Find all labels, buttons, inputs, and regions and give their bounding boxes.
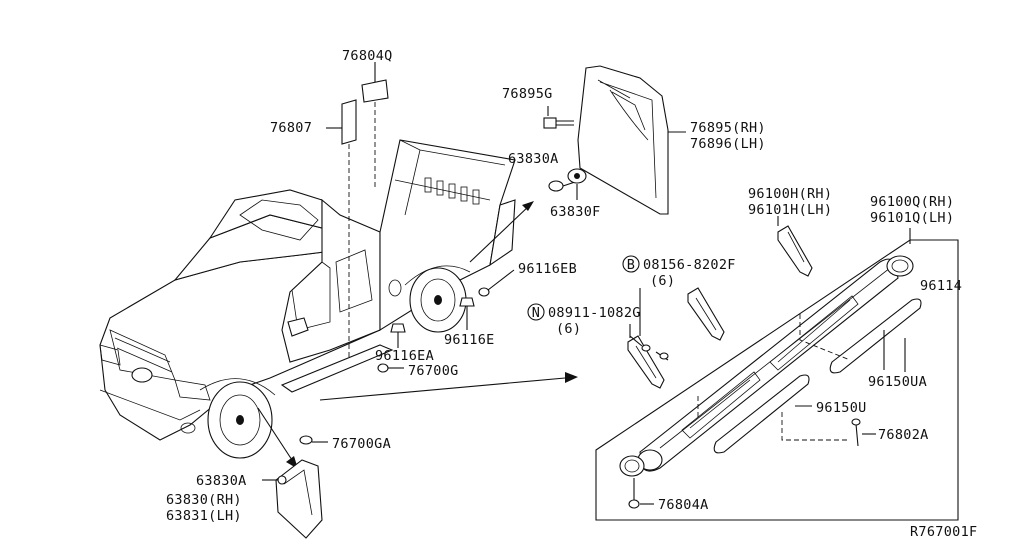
part-63830f-clip (567, 168, 587, 184)
label-96114: 96114 (920, 278, 962, 294)
label-08911-qty: (6) (556, 321, 581, 337)
label-76807: 76807 (270, 120, 312, 136)
label-96101h: 96101H(LH) (748, 202, 832, 218)
bolt-symbol-letter: B (627, 257, 635, 273)
label-63830rh: 63830(RH) (166, 492, 242, 508)
label-96150u: 96150U (816, 400, 867, 416)
part-76895-mudguard-rear (577, 65, 669, 215)
label-96101q: 96101Q(LH) (870, 210, 954, 226)
nut-symbol-n: N (527, 303, 545, 321)
part-63830a-screw-bottom (262, 475, 287, 485)
part-63830a-clip-top (548, 180, 576, 192)
part-76700g-plug (377, 363, 389, 373)
label-76895g: 76895G (502, 86, 553, 102)
part-76807-strip (341, 99, 357, 145)
part-76895g-screw (543, 117, 574, 129)
part-end-cap-lower (619, 455, 645, 477)
part-96100q-step-tube (637, 258, 899, 472)
nut-symbol-letter: N (532, 305, 540, 321)
part-bracket-mid (687, 287, 725, 341)
label-76804a: 76804A (658, 497, 709, 513)
label-76895rh: 76895(RH) (690, 120, 766, 136)
part-96114-end-cap (886, 255, 914, 277)
label-63830f: 63830F (550, 204, 601, 220)
part-96150ua-pad (829, 298, 922, 374)
label-76896lh: 76896(LH) (690, 136, 766, 152)
label-96116eb: 96116EB (518, 261, 577, 277)
part-96150u-pad (713, 374, 810, 454)
label-96100h: 96100H(RH) (748, 186, 832, 202)
label-96150ua: 96150UA (868, 374, 927, 390)
label-08156-qty: (6) (650, 273, 675, 289)
part-96116eb-clip (478, 287, 490, 297)
label-63830a-top: 63830A (508, 151, 559, 167)
part-96116e-clip (459, 297, 475, 307)
label-96116e: 96116E (444, 332, 495, 348)
label-76700g: 76700G (408, 363, 459, 379)
part-76802a-screw (851, 418, 861, 447)
bolt-nut-pair (629, 335, 669, 361)
label-08911: 08911-1082G (548, 305, 641, 321)
label-63830a-bottom: 63830A (196, 473, 247, 489)
part-96100h-bracket (777, 225, 813, 277)
part-76700ga-plug (299, 435, 313, 445)
part-bracket-lower (627, 335, 665, 389)
step-bar-callout-box (595, 239, 959, 521)
part-63830-mudflap-front (275, 459, 323, 539)
label-96100q: 96100Q(RH) (870, 194, 954, 210)
pickup-truck-drawing (99, 139, 516, 459)
label-96116ea: 96116EA (375, 348, 434, 364)
part-76804q-pad (361, 79, 389, 103)
label-76802a: 76802A (878, 427, 929, 443)
label-76804q: 76804Q (342, 48, 393, 64)
label-08156: 08156-8202F (643, 257, 736, 273)
label-63831lh: 63831(LH) (166, 508, 242, 524)
bolt-symbol-b: B (622, 255, 640, 273)
bed-slots (424, 177, 480, 205)
reference-code: R767001F (910, 524, 977, 540)
label-76700ga: 76700GA (332, 436, 391, 452)
part-96116ea-clip (390, 323, 406, 333)
